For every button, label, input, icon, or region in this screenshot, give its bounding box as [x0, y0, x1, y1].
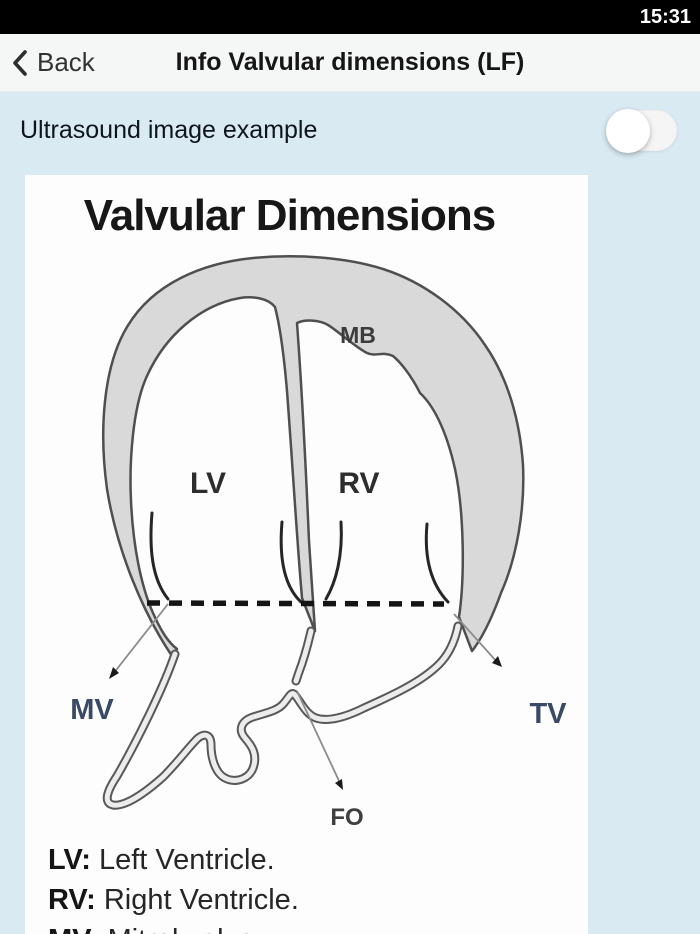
mv-arrow — [109, 603, 169, 679]
valve-plane-dashed-line — [146, 600, 445, 607]
septal-band-shape — [291, 626, 316, 686]
legend-abbr: RV: — [48, 884, 96, 916]
page-title: Info Valvular dimensions (LF) — [175, 48, 525, 76]
diagram-title: Valvular Dimensions — [83, 191, 496, 240]
legend-text: Right Ventricle. — [103, 884, 299, 916]
back-button[interactable]: Back — [12, 34, 95, 91]
valve-leaflet-line — [279, 520, 303, 604]
legend-item-lv: LV:Left Ventricle. — [48, 840, 588, 880]
fo-arrow — [296, 690, 343, 790]
atria-wall-shape — [102, 621, 463, 810]
nav-bar: Back Info Valvular dimensions (LF) — [0, 34, 700, 92]
valve-leaflet-line — [424, 522, 450, 604]
ultrasound-toggle-row: Ultrasound image example — [0, 92, 700, 156]
label-mb: MB — [340, 322, 376, 348]
ventricle-wall-shape — [102, 255, 525, 658]
valve-leaflet-line — [324, 520, 343, 601]
ultrasound-toggle-label: Ultrasound image example — [20, 115, 318, 144]
legend: LV:Left Ventricle. RV:Right Ventricle. M… — [25, 840, 588, 934]
status-bar: 15:31 — [0, 0, 700, 34]
tv-arrow — [453, 613, 502, 667]
heart-diagram: LV RV MB MV TV FO — [70, 255, 567, 831]
label-fo: FO — [330, 804, 363, 831]
clock-time: 15:31 — [639, 5, 691, 28]
legend-abbr: MV: — [48, 924, 100, 934]
legend-text: Mitral valve — [108, 924, 255, 934]
valve-leaflet-line — [149, 511, 170, 601]
legend-text: Left Ventricle. — [98, 844, 275, 876]
back-label: Back — [37, 47, 95, 77]
info-card: Valvular Dimensions — [25, 175, 588, 934]
label-mv: MV — [70, 694, 114, 726]
label-lv: LV — [190, 467, 226, 500]
toggle-knob — [606, 108, 650, 153]
legend-item-rv: RV:Right Ventricle. — [48, 880, 588, 920]
legend-abbr: LV: — [48, 844, 91, 876]
ultrasound-toggle[interactable] — [606, 108, 677, 153]
legend-item-mv: MV: Mitral valve — [48, 920, 588, 934]
label-rv: RV — [338, 467, 379, 500]
chevron-left-icon — [12, 49, 28, 76]
label-tv: TV — [529, 698, 567, 730]
